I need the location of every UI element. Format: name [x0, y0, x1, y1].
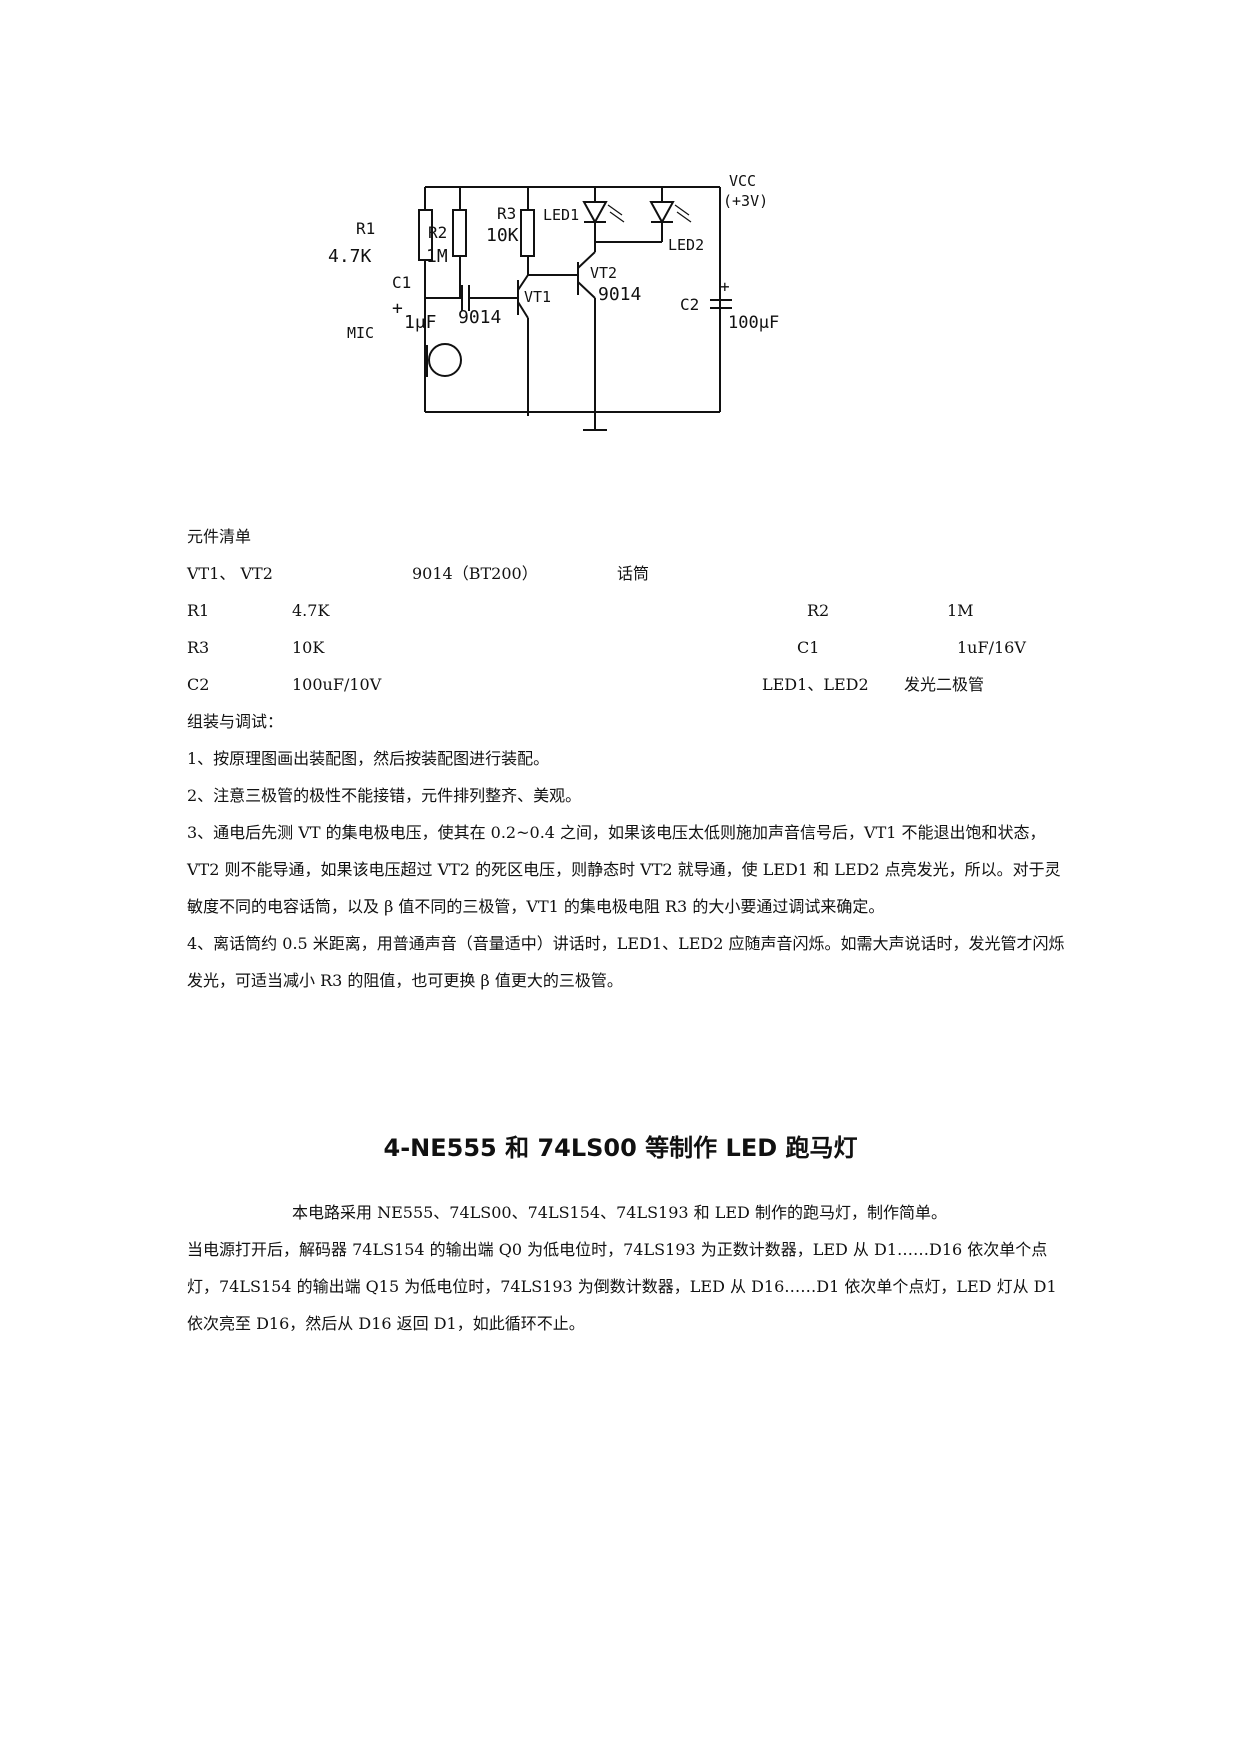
parts-cell: 1M: [947, 601, 974, 620]
parts-row: R1 4.7K R2 1M: [187, 592, 1067, 629]
parts-cell: 9014（BT200）: [412, 564, 538, 583]
parts-cell: 话筒: [617, 564, 650, 583]
r3-label: R3: [497, 204, 516, 223]
led2-label: LED2: [668, 236, 704, 254]
parts-heading: 元件清单: [187, 527, 252, 546]
parts-cell: LED1、LED2: [762, 675, 869, 694]
parts-cell: C2: [187, 675, 210, 694]
parts-row: VT1、 VT2 9014（BT200） 话筒: [187, 555, 1067, 592]
parts-cell: R2: [807, 601, 830, 620]
parts-cell: 1uF/16V: [957, 638, 1026, 657]
mic-symbol: [428, 343, 462, 377]
parts-cell: 发光二极管: [904, 675, 985, 694]
vt1-label: VT1: [524, 288, 551, 306]
r2-value: 1M: [426, 246, 448, 267]
parts-cell: R1: [187, 601, 210, 620]
parts-row: C2 100uF/10V LED1、LED2 发光二极管: [187, 666, 1067, 703]
parts-cell: 10K: [292, 638, 325, 657]
assembly-step: 3、通电后先测 VT 的集电极电压，使其在 0.2~0.4 之间，如果该电压太低…: [187, 823, 1061, 916]
c2-value: 100μF: [728, 313, 779, 333]
section2-paragraph: 当电源打开后，解码器 74LS154 的输出端 Q0 为低电位时，74LS193…: [187, 1240, 1057, 1333]
section2-body: 本电路采用 NE555、74LS00、74LS154、74LS193 和 LED…: [187, 1194, 1067, 1342]
parts-cell: 4.7K: [292, 601, 330, 620]
c2-plus: +: [720, 277, 730, 296]
parts-cell: 100uF/10V: [292, 675, 382, 694]
parts-cell: R3: [187, 638, 210, 657]
section2-intro: 本电路采用 NE555、74LS00、74LS154、74LS193 和 LED…: [292, 1203, 947, 1222]
r1-label: R1: [356, 219, 375, 238]
assembly-step: 4、离话筒约 0.5 米距离，用普通声音（音量适中）讲话时，LED1、LED2 …: [187, 934, 1065, 990]
circuit-schematic: VCC (+3V) R1 4.7K R2 1M R3 10K LED1 LED2…: [328, 172, 779, 431]
led2-diode: [649, 201, 675, 225]
vcc-label: VCC: [729, 172, 756, 190]
assembly-step: 1、按原理图画出装配图，然后按装配图进行装配。: [187, 749, 550, 768]
vt1-part: 9014: [458, 307, 501, 328]
led1-diode: [582, 201, 608, 225]
parts-row: R3 10K C1 1uF/16V: [187, 629, 1067, 666]
c1-label: C1: [392, 273, 411, 292]
assembly-step: 2、注意三极管的极性不能接错，元件排列整齐、美观。: [187, 786, 582, 805]
section-title: 4-NE555 和 74LS00 等制作 LED 跑马灯: [383, 1134, 858, 1162]
r3-value: 10K: [486, 225, 519, 246]
c1-plus: +: [392, 298, 403, 319]
parts-cell: VT1、 VT2: [187, 564, 273, 583]
r3-resistor: [520, 209, 535, 257]
vcc-value: (+3V): [723, 192, 768, 210]
r1-value: 4.7K: [328, 246, 372, 267]
parts-cell: C1: [797, 638, 820, 657]
assembly-heading: 组装与调试：: [187, 712, 284, 731]
parts-and-assembly: 元件清单 VT1、 VT2 9014（BT200） 话筒 R1 4.7K R2 …: [187, 518, 1067, 999]
mic-label: MIC: [347, 324, 374, 342]
vt2-part: 9014: [598, 284, 641, 305]
c1-value: 1μF: [404, 312, 437, 333]
c2-label: C2: [680, 295, 699, 314]
r2-resistor: [452, 209, 467, 257]
vt2-label: VT2: [590, 264, 617, 282]
r2-label: R2: [428, 223, 447, 242]
led1-label: LED1: [543, 206, 579, 224]
